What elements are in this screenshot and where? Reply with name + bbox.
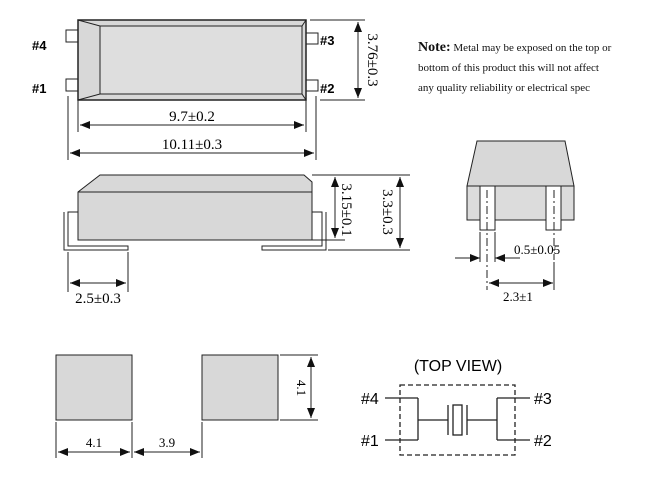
schematic-pin-4: #4 bbox=[361, 391, 379, 408]
dim-pad-gap: 3.9 bbox=[159, 435, 175, 450]
note-line-3: any quality reliability or electrical sp… bbox=[418, 82, 590, 94]
pin-3-lead bbox=[305, 32, 319, 45]
pin-4-lead bbox=[65, 29, 79, 43]
crystal-symbol bbox=[452, 404, 463, 436]
schematic-title: (TOP VIEW) bbox=[414, 358, 502, 375]
land-pattern bbox=[55, 354, 318, 458]
pin-2-lead bbox=[305, 79, 319, 92]
pin-4-label: #4 bbox=[32, 38, 47, 53]
pin-2-label: #2 bbox=[320, 81, 334, 96]
schematic-pin-2: #2 bbox=[534, 433, 552, 450]
dim-height: 3.76±0.3 bbox=[364, 33, 380, 86]
pin-3-label: #3 bbox=[320, 33, 334, 48]
top-view bbox=[65, 19, 365, 160]
note-line-1: Metal may be exposed on the top or bbox=[453, 42, 612, 54]
pin-1-lead bbox=[65, 78, 79, 92]
right-lead bbox=[261, 211, 327, 251]
dim-lead-width: 0.5±0.05 bbox=[514, 242, 560, 257]
left-lead bbox=[63, 211, 129, 251]
package-outline-dashed bbox=[399, 384, 516, 456]
dim-body-length: 9.7±0.2 bbox=[169, 109, 215, 125]
end-view bbox=[455, 140, 575, 290]
dim-lead-length: 2.5±0.3 bbox=[75, 291, 121, 307]
pin-1-label: #1 bbox=[32, 81, 46, 96]
schematic-pin-1: #1 bbox=[361, 433, 379, 450]
dim-pad-width: 4.1 bbox=[86, 435, 102, 450]
dim-pad-height: 4.1 bbox=[294, 380, 309, 396]
dim-total-length: 10.11±0.3 bbox=[162, 137, 222, 153]
note-text: Note: Metal may be exposed on the top or… bbox=[418, 38, 658, 98]
pad-right bbox=[201, 354, 279, 421]
schematic-pin-3: #3 bbox=[534, 391, 552, 408]
pad-left bbox=[55, 354, 133, 421]
note-label: Note: bbox=[418, 40, 451, 55]
dim-body-height: 3.15±0.1 bbox=[338, 183, 354, 236]
note-line-2: bottom of this product this will not aff… bbox=[418, 62, 599, 74]
dim-total-height: 3.3±0.3 bbox=[379, 189, 395, 235]
package-body-side bbox=[77, 174, 313, 241]
schematic bbox=[385, 384, 530, 456]
dim-lead-pitch: 2.3±1 bbox=[503, 289, 533, 304]
side-view bbox=[63, 174, 410, 292]
